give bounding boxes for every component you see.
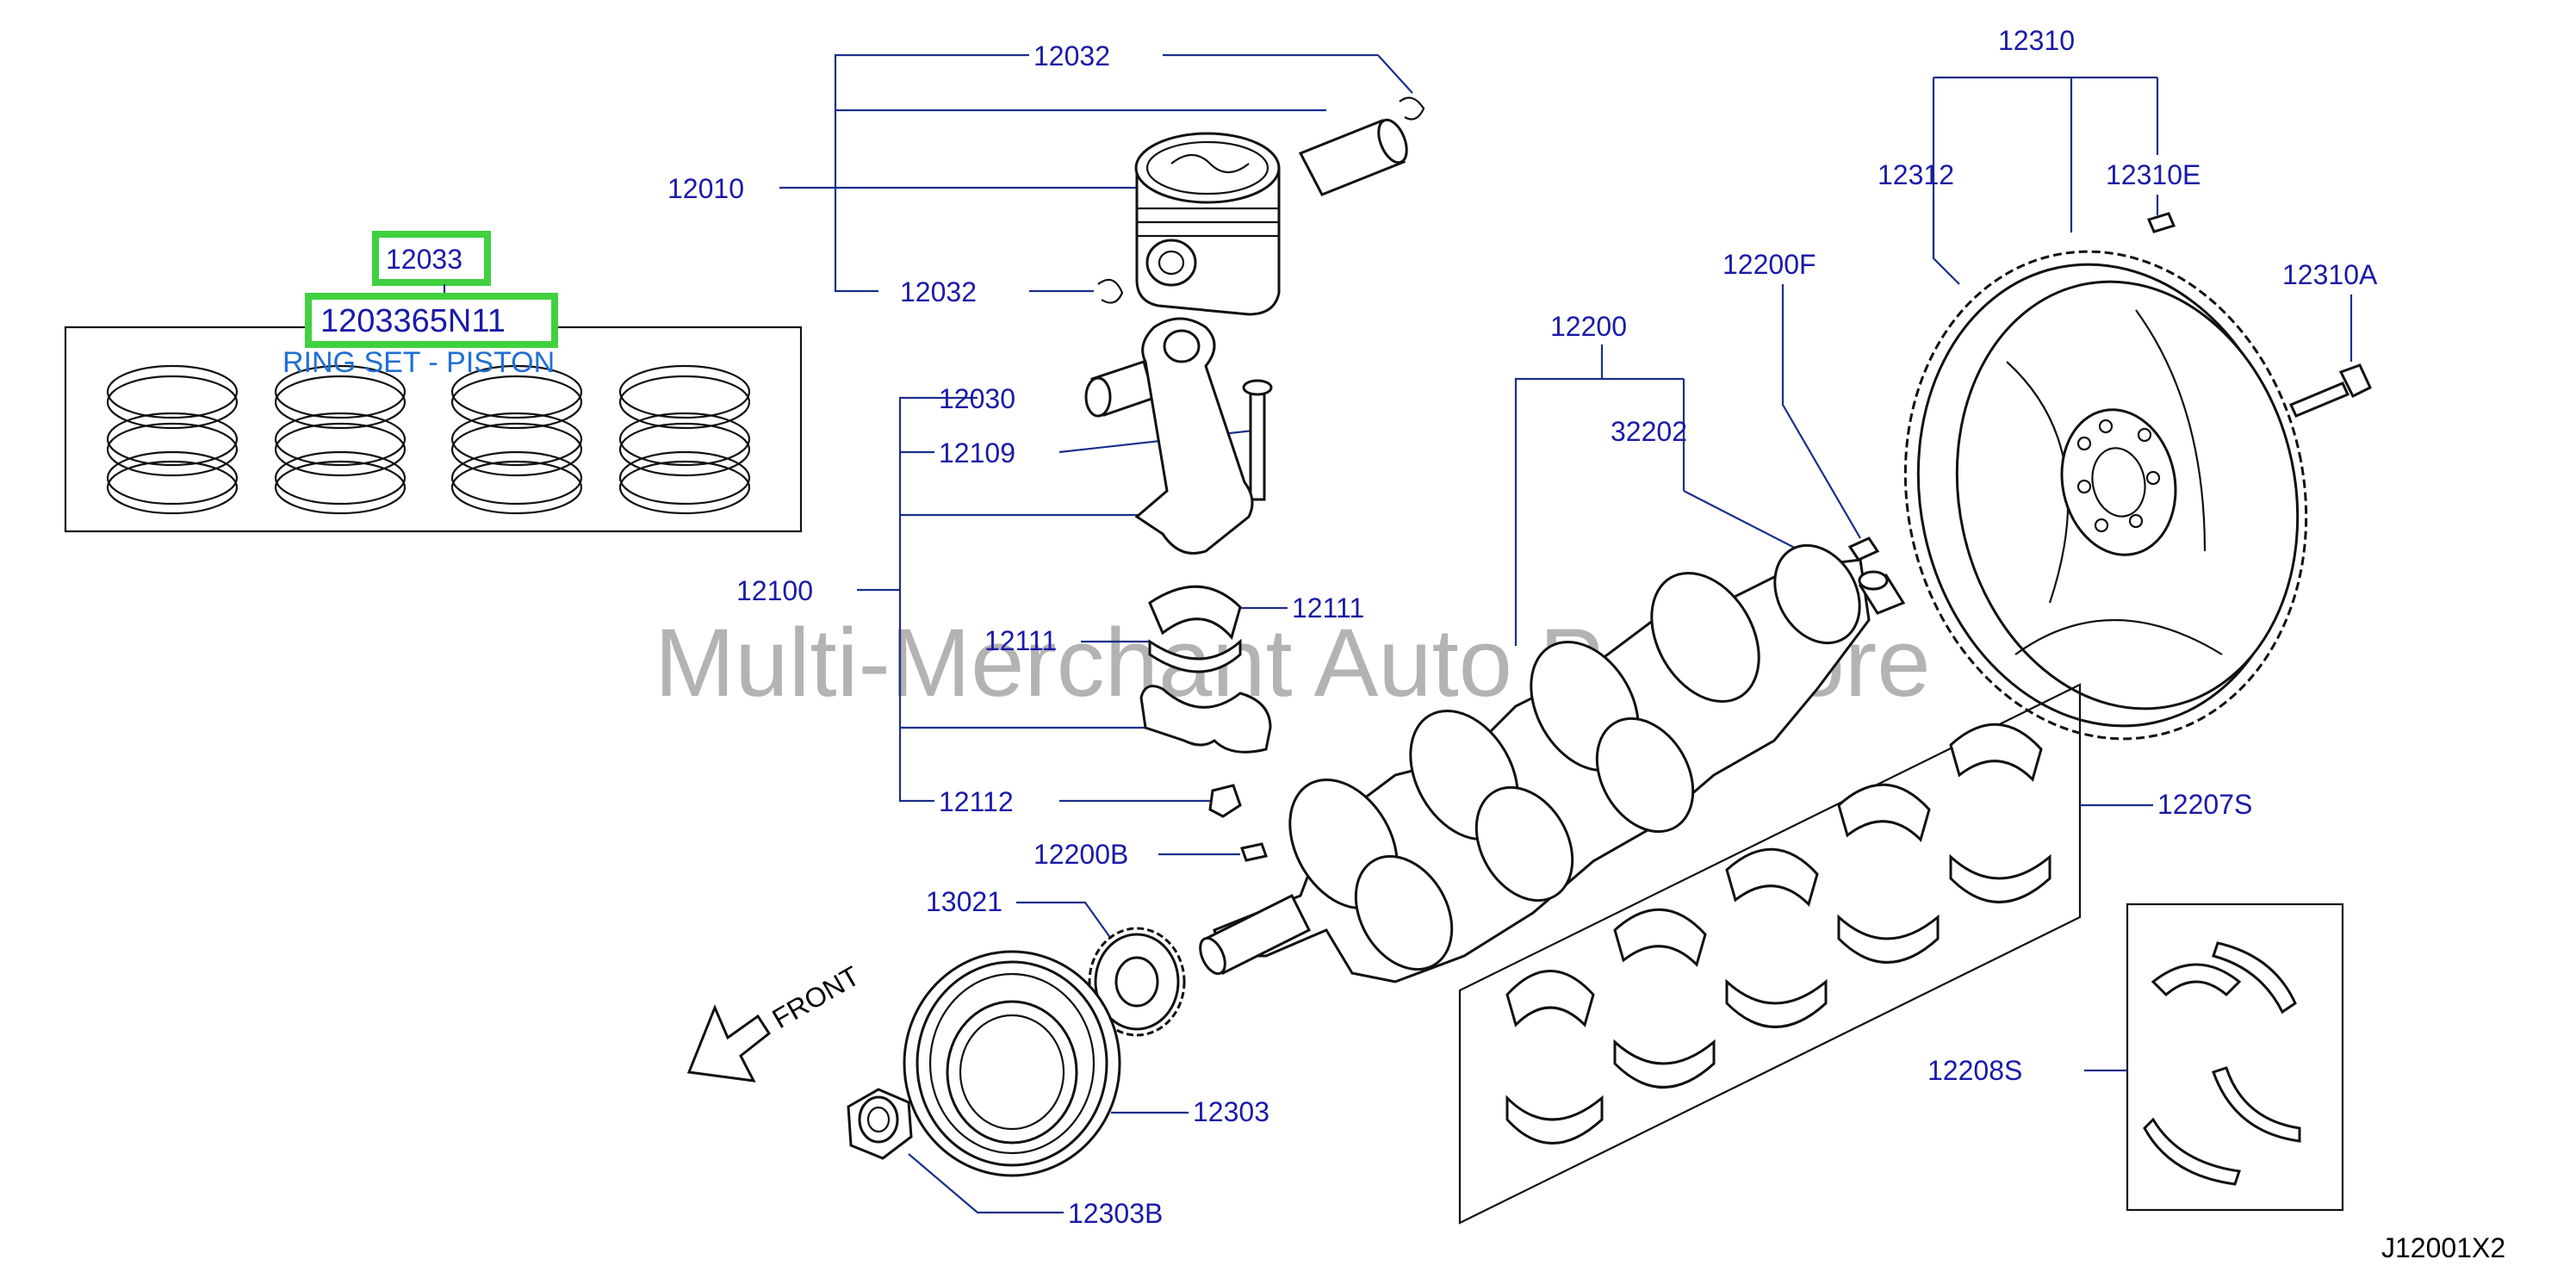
label-12208S[interactable]: 12208S [1927,1055,2022,1086]
rod-bearing-upper [1148,585,1242,641]
rod-small-end [1163,329,1201,363]
label-12032-bottom[interactable]: 12032 [900,276,977,307]
thrust-washer-frame [2126,903,2344,1212]
ring-set-description: RING SET - PISTON [282,346,555,379]
piston-group: 12032 12032 12010 [667,40,1425,316]
label-12032-top[interactable]: 12032 [1034,40,1110,71]
crankshaft-group: 12200 32202 12200F 12200B [1034,249,1906,983]
label-12109[interactable]: 12109 [939,437,1015,468]
piston-clip-top [1399,96,1425,121]
rod-bushing [1084,360,1156,418]
highlight-oem-number[interactable]: 1203365N11 [320,303,506,339]
crank-pulley [903,950,1121,1177]
rod-cap [1139,685,1272,754]
highlight-oem-box[interactable] [305,293,558,348]
label-12310E[interactable]: 12310E [2106,159,2200,190]
flywheel-bolt [2288,363,2372,418]
ring-set-group: 12033 1203365N11 RING SET - PISTON [64,231,803,533]
label-12111-right[interactable]: 12111 [1292,592,1364,623]
label-32202[interactable]: 32202 [1611,416,1687,447]
connecting-rod-group: 12030 12109 12100 12112 12111 12111 [736,317,1364,818]
highlight-part-box[interactable] [372,231,491,286]
flywheel-dowel [2146,212,2176,233]
label-12303[interactable]: 12303 [1193,1096,1269,1127]
pulley-bolt [847,1088,913,1160]
piston [1134,132,1281,316]
rod-bearing-lower [1148,638,1242,673]
dowel-12200F [1847,537,1880,561]
label-12312[interactable]: 12312 [1878,159,1954,190]
label-12310A[interactable]: 12310A [2282,259,2378,290]
piston-clip-bottom [1097,278,1124,304]
main-bearing-group: 12207S [1458,683,2252,1225]
label-12100[interactable]: 12100 [736,575,813,606]
front-label: FRONT [767,960,865,1034]
ring-stack-4 [618,364,751,515]
highlight-part-number[interactable]: 12033 [386,244,462,275]
flywheel-group: 12310 12312 12310E 12310A [1878,25,2378,741]
diagram-code: J12001X2 [2381,1232,2505,1263]
label-12200[interactable]: 12200 [1550,311,1627,342]
rod-nut [1208,784,1242,818]
label-12112[interactable]: 12112 [939,786,1014,817]
label-12200B[interactable]: 12200B [1034,839,1128,870]
ring-stack-3 [450,364,583,515]
label-12303B[interactable]: 12303B [1068,1198,1163,1229]
ring-stack-1 [106,364,239,515]
pilot-bushing [1858,570,1906,615]
label-12207S[interactable]: 12207S [2157,789,2252,820]
front-group: 13021 12303 12303B FRONT [686,886,1269,1229]
crank-key [1240,842,1268,862]
label-12310[interactable]: 12310 [1998,25,2075,56]
front-arrow: FRONT [686,960,865,1083]
label-12030[interactable]: 12030 [939,383,1015,414]
piston-pin [1298,118,1408,196]
thrust-washer-group: 12208S [1927,903,2344,1212]
label-12111-left[interactable]: 12111 [984,625,1057,656]
rod-bolt [1242,379,1273,501]
label-12200F[interactable]: 12200F [1723,249,1816,280]
crank-sprocket [1088,927,1186,1037]
ring-stack-2 [274,364,407,515]
connecting-rod [1134,317,1254,555]
label-13021[interactable]: 13021 [926,886,1002,917]
label-12010[interactable]: 12010 [667,173,744,204]
